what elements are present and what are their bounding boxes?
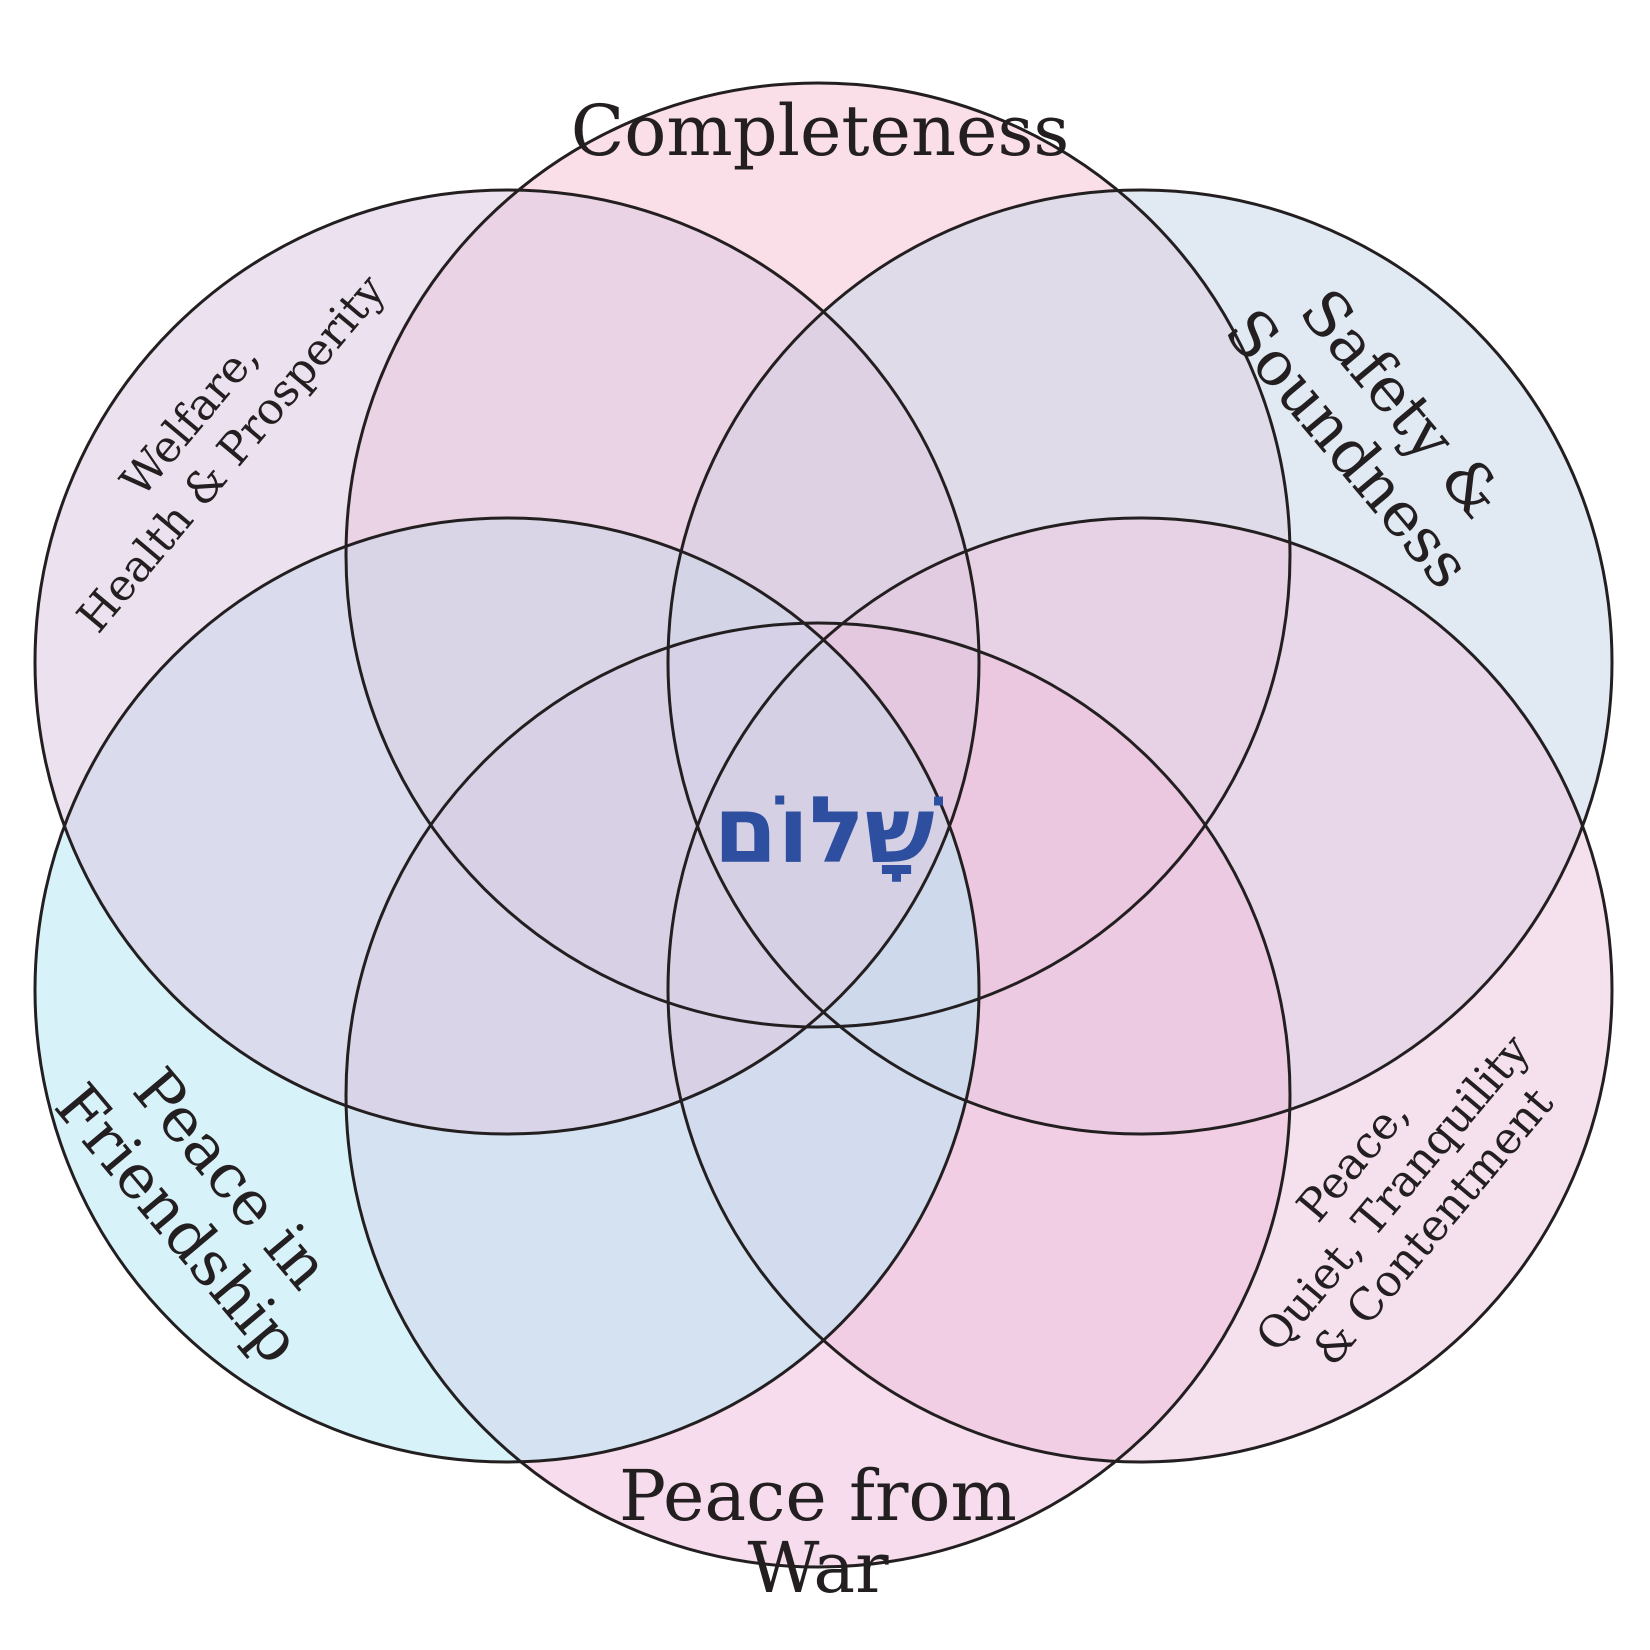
circle-fills — [35, 83, 1612, 1567]
label-peace-from-war-line-2: War — [747, 1527, 889, 1609]
circle-welfare-outline — [33, 188, 981, 1136]
circle-welfare-health-prosperity — [35, 190, 979, 1134]
center-word-shalom: שָׁלוֹם — [713, 777, 943, 884]
circle-peace-from-war-outline — [344, 621, 1292, 1569]
circle-peace-in-friendship-outline — [33, 516, 981, 1464]
circle-safety-soundness-outline — [666, 188, 1614, 1136]
label-peace-from-war-line-1: Peace from — [619, 1455, 1017, 1537]
circle-peace-quiet-outline — [666, 516, 1614, 1464]
label-completeness: Completeness — [571, 90, 1070, 172]
circle-completeness-outline — [344, 81, 1292, 1029]
circle-outlines — [33, 81, 1614, 1569]
